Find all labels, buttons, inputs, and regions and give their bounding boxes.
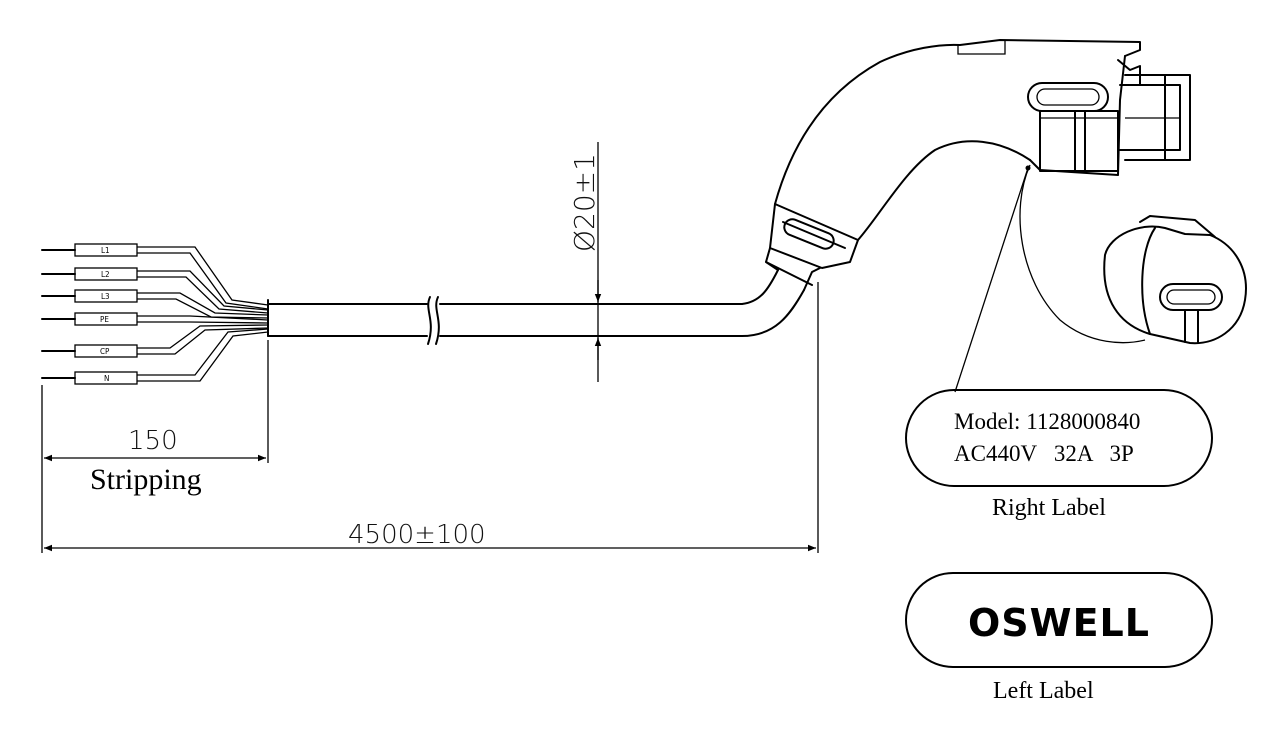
detail-connector-icon [1103,215,1247,345]
overall-length-dimension: 4500±100 [44,282,819,553]
wire-n-label: N [104,374,109,383]
brand-logo: OSWELL [968,601,1150,645]
stripping-dimension: 150 Stripping [41,340,269,553]
wire-terminals: L1 L2 L3 PE [41,243,269,385]
wire-l3-label: L3 [101,292,110,301]
cable [267,269,805,345]
head-slot-icon [1027,82,1109,112]
cable-length-text: 4500±100 [348,520,486,550]
connector-handle [765,39,1191,291]
cable-break-left [427,296,432,345]
wire-pe: PE [41,312,269,326]
wire-l2: L2 [41,267,269,314]
rear-slot-icon [783,218,835,250]
wire-l2-label: L2 [101,270,110,279]
wire-l3: L3 [41,289,269,319]
wire-l1: L1 [41,243,269,310]
right-label: Model: 1128000840 AC440V 32A 3P Right La… [905,389,1213,521]
stripping-label: Stripping [90,463,202,496]
detail-callout [1019,164,1247,345]
label-leader-line [954,167,1029,393]
cable-break-right [435,296,440,345]
diameter-dimension: Ø20±1 [568,142,602,382]
cable-diameter-text: Ø20±1 [568,153,601,252]
wire-pe-label: PE [100,315,109,324]
right-label-model: Model: 1128000840 [954,409,1140,434]
wire-cp: CP [41,324,269,358]
wire-l1-label: L1 [101,246,110,255]
right-label-rating: AC440V 32A 3P [954,441,1134,466]
stripping-length-text: 150 [128,426,178,456]
left-label: OSWELL Left Label [905,572,1213,704]
right-label-caption: Right Label [992,495,1106,521]
wire-cp-label: CP [100,347,110,356]
wire-n: N [41,328,269,385]
left-label-caption: Left Label [993,678,1094,704]
